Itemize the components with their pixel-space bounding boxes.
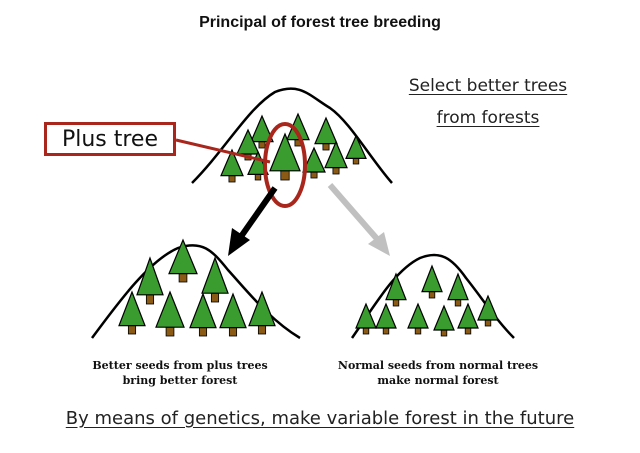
left-forest-trees bbox=[118, 238, 276, 337]
page-title: Principal of forest tree breeding bbox=[199, 14, 441, 31]
conifer-tree-icon bbox=[201, 256, 229, 303]
select-better-trees-text: Select better trees from forests bbox=[378, 70, 598, 134]
conifer-tree-icon bbox=[385, 272, 407, 307]
plus-tree-pointer-line bbox=[175, 138, 271, 164]
right-caption-line-1: Normal seeds from normal trees bbox=[337, 359, 539, 372]
conifer-tree-icon bbox=[447, 272, 469, 307]
plus-tree-label: Plus tree bbox=[44, 122, 176, 156]
conifer-tree-icon bbox=[248, 290, 276, 335]
conifer-tree-icon bbox=[269, 132, 301, 181]
arrow-down-left-head bbox=[228, 228, 250, 256]
right-forest-caption: Normal seeds from normal trees make norm… bbox=[308, 358, 568, 388]
conifer-tree-icon bbox=[168, 238, 198, 283]
conifer-tree-icon bbox=[219, 292, 247, 337]
conifer-tree-icon bbox=[118, 290, 146, 335]
conifer-tree-icon bbox=[477, 294, 499, 327]
conifer-tree-icon bbox=[250, 114, 274, 149]
conifer-tree-icon bbox=[247, 150, 269, 181]
top-forest-trees bbox=[220, 112, 367, 183]
conifer-tree-icon bbox=[407, 302, 429, 335]
conifer-tree-icon bbox=[220, 148, 244, 183]
select-text-line-1: Select better trees bbox=[408, 76, 568, 96]
genetics-statement: By means of genetics, make variable fore… bbox=[65, 408, 575, 429]
conifer-tree-icon bbox=[345, 134, 367, 165]
right-forest-trees bbox=[355, 264, 499, 337]
arrow-down-left-shaft bbox=[237, 186, 278, 240]
plus-tree-highlight-ellipse bbox=[263, 122, 307, 208]
conifer-tree-icon bbox=[302, 146, 326, 179]
conifer-tree-icon bbox=[421, 264, 443, 299]
conifer-tree-icon bbox=[286, 112, 310, 147]
right-caption-line-2: make normal forest bbox=[377, 374, 499, 387]
top-mountain-outline bbox=[191, 87, 393, 184]
conifer-tree-icon bbox=[355, 302, 377, 335]
arrow-down-right-shaft bbox=[327, 183, 381, 242]
conifer-tree-icon bbox=[136, 256, 164, 305]
conifer-tree-icon bbox=[189, 292, 217, 337]
conifer-tree-icon bbox=[324, 140, 348, 175]
arrow-down-right-head bbox=[368, 232, 390, 256]
conifer-tree-icon bbox=[155, 290, 185, 337]
select-text-line-2: from forests bbox=[436, 108, 540, 128]
conifer-tree-icon bbox=[375, 302, 397, 335]
left-forest-caption: Better seeds from plus trees bring bette… bbox=[60, 358, 300, 388]
left-caption-line-2: bring better forest bbox=[122, 374, 238, 387]
conifer-tree-icon bbox=[433, 304, 455, 337]
conifer-tree-icon bbox=[314, 116, 338, 151]
conifer-tree-icon bbox=[457, 302, 479, 335]
left-caption-line-1: Better seeds from plus trees bbox=[92, 359, 268, 372]
